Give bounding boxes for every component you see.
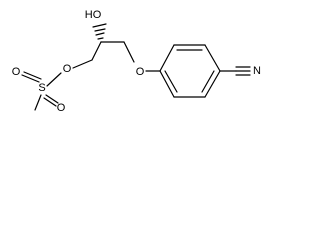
ether-oxygen-label: O xyxy=(136,66,145,78)
ester-oxygen-label: O xyxy=(63,63,72,75)
ring-bond-4 xyxy=(204,70,221,98)
bond-oester-to-s xyxy=(46,72,62,87)
bond-s-to-methyl xyxy=(34,94,42,111)
ring-double-3 xyxy=(164,70,178,93)
stereo-hash-bond xyxy=(92,23,107,43)
bond-s-to-obottom-2 xyxy=(43,97,57,107)
ring-double-2 xyxy=(201,70,215,93)
sulfonyl-oxygen-left-label: O xyxy=(12,66,21,78)
bond-s-to-obottom-1 xyxy=(45,94,59,104)
sulfur-label: S xyxy=(38,82,45,94)
bond-s-to-oleft-2 xyxy=(23,71,42,80)
chemical-structure-diagram: HO O O S O O N xyxy=(12,9,261,114)
structure-canvas: HO O O S O O N xyxy=(0,0,281,128)
hydroxyl-label: HO xyxy=(85,9,102,21)
ring-bond-1 xyxy=(159,44,175,72)
bond-ch2-to-oester xyxy=(72,59,93,69)
sulfonyl-oxygen-bottom-label: O xyxy=(57,102,66,114)
nitrile-nitrogen-label: N xyxy=(253,65,261,77)
bond-ch2-to-oether xyxy=(123,41,135,63)
bond-s-to-oleft-1 xyxy=(21,74,40,83)
ring-bond-3 xyxy=(204,44,221,72)
ring-bond-6 xyxy=(159,70,175,98)
bond-ch2-to-chiral xyxy=(91,41,102,61)
